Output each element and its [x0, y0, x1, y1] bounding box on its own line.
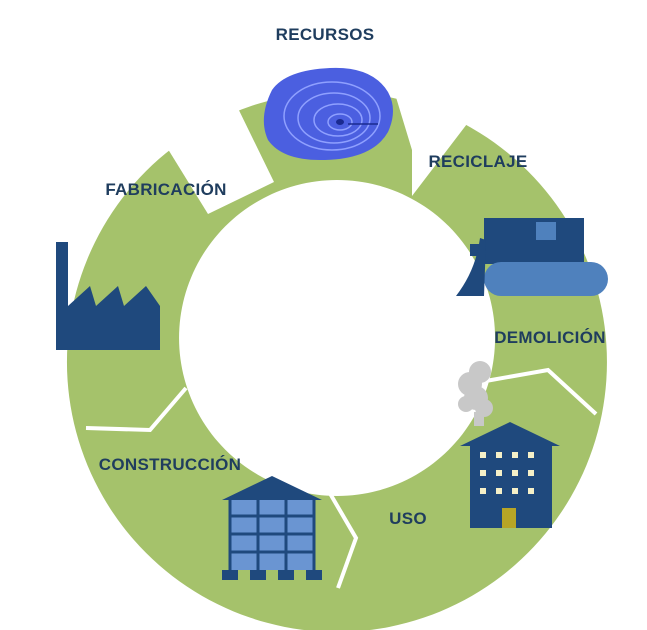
- ring-notch-recursos: [392, 84, 470, 196]
- separator-demolicion-uso: [326, 488, 359, 589]
- stage-label-fabricacion: FABRICACIÓN: [105, 180, 226, 199]
- bulldozer-icon: [456, 218, 608, 296]
- ring-notch-fabricacion: [150, 96, 274, 214]
- stage-label-construccion: CONSTRUCCIÓN: [99, 455, 241, 474]
- cycle-ring: [66, 92, 607, 630]
- scaffold-building-icon: [222, 476, 322, 580]
- wood-log-icon: [263, 67, 393, 160]
- stage-label-reciclaje: RECICLAJE: [428, 152, 527, 171]
- building-windows: [480, 452, 534, 494]
- smoke-icon: [458, 361, 493, 426]
- factory-icon: [56, 242, 160, 350]
- ring-separators: [85, 367, 598, 589]
- building-icon: [460, 422, 560, 528]
- separator-reciclaje-demolicion: [479, 367, 598, 416]
- stage-label-demolicion: DEMOLICIÓN: [494, 328, 606, 347]
- separator-uso-construccion: [85, 386, 188, 433]
- stage-label-uso: USO: [389, 509, 427, 528]
- stage-label-recursos: RECURSOS: [276, 25, 375, 44]
